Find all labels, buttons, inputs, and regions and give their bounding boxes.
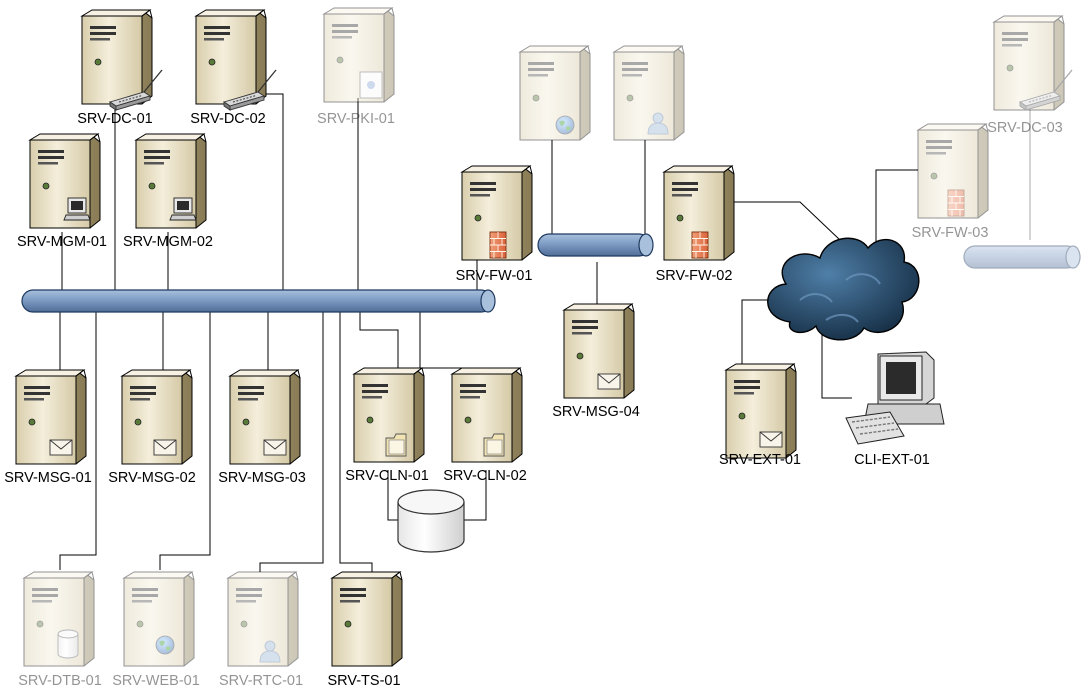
server-srv-msg-01[interactable]: SRV-MSG-01 — [4, 369, 92, 486]
label-srv-rtc-01: SRV-RTC-01 — [219, 673, 303, 689]
mail-icon — [263, 439, 287, 456]
link-rtc01 — [259, 312, 324, 572]
label-srv-pki-01: SRV-PKI-01 — [317, 111, 395, 127]
firewall-icon — [691, 231, 709, 259]
workstation-icon — [63, 197, 91, 221]
label-srv-msg-03: SRV-MSG-03 — [218, 470, 306, 486]
server-srv-mgm-02[interactable]: SRV-MGM-02 — [123, 133, 213, 250]
database-icon — [57, 629, 79, 659]
mail-icon — [49, 439, 73, 456]
link-cli01 — [821, 330, 852, 399]
server-srv-fw-02[interactable]: SRV-FW-02 — [656, 165, 735, 284]
server-srv-mgm-01[interactable]: SRV-MGM-01 — [17, 133, 107, 250]
mail-icon — [759, 431, 783, 448]
server-srv-web-01[interactable]: SRV-WEB-01 — [112, 571, 200, 689]
server-srv-dc-03[interactable]: SRV-DC-03 — [987, 15, 1073, 136]
label-srv-fw-01: SRV-FW-01 — [456, 268, 533, 284]
internet-cloud — [767, 237, 920, 341]
server-srv-ts-01[interactable]: SRV-TS-01 — [327, 571, 403, 689]
label-srv-web-01: SRV-WEB-01 — [112, 673, 200, 689]
link-cln02 — [419, 312, 478, 369]
link-fw02-cloud — [732, 201, 841, 241]
desktop-computer-icon — [845, 351, 945, 445]
link-ext01 — [741, 299, 768, 372]
server-srv-fw-03[interactable]: SRV-FW-03 — [912, 123, 989, 241]
server-srv-msg-03[interactable]: SRV-MSG-03 — [218, 369, 306, 486]
label-srv-fw-02: SRV-FW-02 — [656, 268, 733, 284]
label-srv-cln-01: SRV-CLN-01 — [345, 468, 429, 484]
label-srv-cln-02: SRV-CLN-02 — [443, 468, 527, 484]
link-cloud-fw03 — [875, 169, 918, 255]
mail-icon — [597, 373, 621, 390]
server-web-dmz[interactable] — [519, 45, 591, 141]
server-srv-cln-02[interactable]: SRV-CLN-02 — [443, 367, 527, 484]
firewall-icon — [489, 231, 507, 259]
server-srv-dc-01[interactable]: SRV-DC-01 — [77, 9, 163, 127]
label-srv-dc-01: SRV-DC-01 — [77, 111, 152, 127]
label-cli-ext-01: CLI-EXT-01 — [854, 452, 930, 468]
label-srv-dc-02: SRV-DC-02 — [190, 111, 265, 127]
globe-icon — [555, 115, 575, 135]
link-cln02-db — [464, 470, 487, 521]
firewall-icon — [947, 189, 965, 217]
server-srv-rtc-01[interactable]: SRV-RTC-01 — [219, 571, 303, 689]
label-srv-ext-01: SRV-EXT-01 — [719, 452, 801, 468]
label-srv-dc-03: SRV-DC-03 — [987, 120, 1062, 136]
server-srv-ext-01[interactable]: SRV-EXT-01 — [719, 363, 801, 468]
label-srv-mgm-01: SRV-MGM-01 — [17, 234, 107, 250]
label-srv-msg-01: SRV-MSG-01 — [4, 470, 92, 486]
server-srv-cln-01[interactable]: SRV-CLN-01 — [345, 367, 429, 484]
certificate-icon — [359, 71, 383, 99]
server-srv-dc-02[interactable]: SRV-DC-02 — [190, 9, 277, 127]
server-srv-msg-04[interactable]: SRV-MSG-04 — [552, 303, 640, 420]
server-srv-fw-01[interactable]: SRV-FW-01 — [456, 165, 533, 284]
label-srv-fw-03: SRV-FW-03 — [912, 225, 989, 241]
dmz-backbone — [537, 233, 654, 257]
server-srv-msg-02[interactable]: SRV-MSG-02 — [108, 369, 196, 486]
label-srv-msg-02: SRV-MSG-02 — [108, 470, 196, 486]
link-dtb01 — [59, 312, 97, 570]
label-srv-dtb-01: SRV-DTB-01 — [18, 673, 102, 689]
main-backbone — [21, 289, 496, 313]
label-srv-msg-04: SRV-MSG-04 — [552, 404, 640, 420]
link-ts01 — [339, 312, 373, 572]
server-srv-pki-01[interactable]: SRV-PKI-01 — [317, 7, 395, 127]
mail-icon — [153, 439, 177, 456]
server-user-dmz[interactable] — [613, 45, 685, 141]
link-web01 — [159, 312, 211, 570]
globe-icon — [155, 635, 175, 655]
shared-storage[interactable] — [397, 489, 465, 553]
label-srv-ts-01: SRV-TS-01 — [327, 673, 400, 689]
remote-backbone — [963, 245, 1081, 269]
workstation-icon — [169, 197, 197, 221]
client-cli-ext-01[interactable]: CLI-EXT-01 — [845, 351, 945, 468]
link-cln01 — [359, 312, 399, 372]
link-cln-db — [387, 470, 398, 521]
label-srv-mgm-02: SRV-MGM-02 — [123, 234, 213, 250]
server-srv-dtb-01[interactable]: SRV-DTB-01 — [18, 571, 102, 689]
